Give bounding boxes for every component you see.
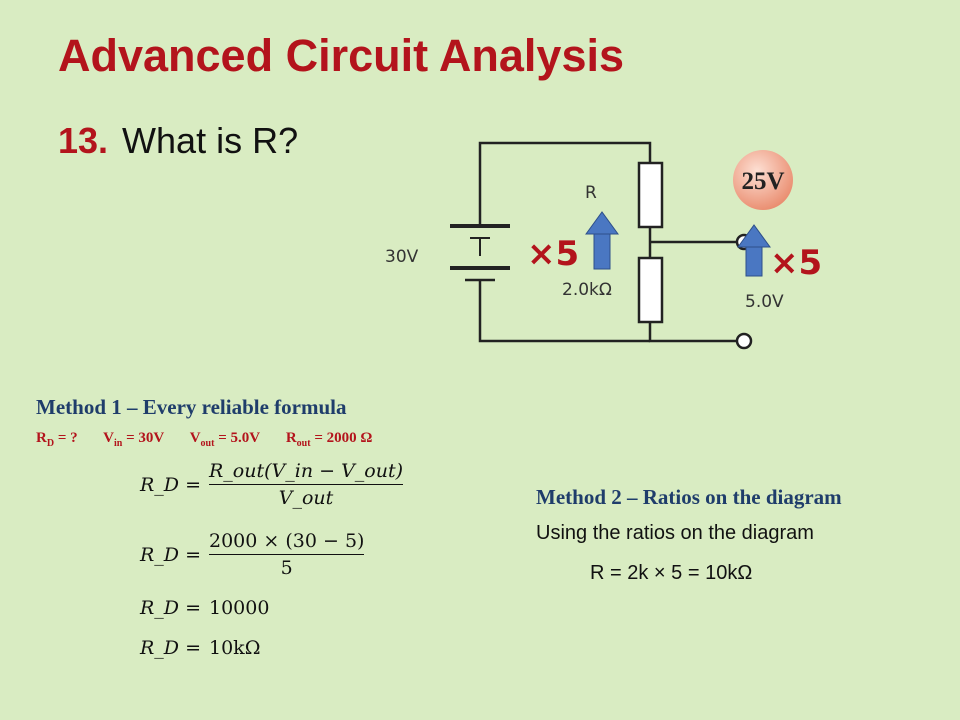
question-text: What is R? (122, 120, 299, 161)
badge-label: 25V (741, 168, 784, 195)
output-voltage-label: 5.0V (745, 292, 784, 312)
equation-step-1: R_D = R_out(V_in − V_out) V_out (140, 460, 404, 509)
method2-line2: R = 2k × 5 = 10kΩ (590, 562, 753, 584)
voltage-arrow-r-icon (585, 211, 619, 270)
equation-step-2: R_D = 2000 × (30 − 5) 5 (140, 530, 365, 579)
resistor-r-icon (637, 161, 664, 229)
step2-numerator: 2000 × (30 − 5) (209, 530, 365, 552)
equation-step-4: R_D = 10kΩ (140, 637, 260, 659)
battery-icon (450, 224, 510, 282)
multiplier-right: ×5 (770, 243, 822, 283)
resistor-2k-label: 2.0kΩ (562, 280, 612, 300)
equation-lhs: R_D = (140, 597, 201, 619)
question-number: 13. (58, 120, 109, 161)
equation-lhs: R_D = (140, 543, 201, 566)
equation-lhs: R_D = (140, 473, 201, 496)
output-terminal-bottom-icon (735, 332, 753, 350)
step1-denominator: V_out (278, 487, 334, 509)
step4-value: 10kΩ (209, 637, 261, 659)
voltage-arrow-out-icon (737, 224, 771, 277)
given-vout: Vout = 5.0V (189, 430, 261, 449)
resistor-2k-icon (637, 256, 664, 324)
method1-given: RD = ? Vin = 30V Vout = 5.0V Rout = 2000… (36, 430, 394, 449)
circuit-wires (478, 141, 738, 343)
circuit-diagram: 30V R 2.0kΩ 5.0V 25V ×5 ×5 (385, 141, 822, 350)
multiplier-left: ×5 (527, 234, 579, 274)
voltage-badge (733, 150, 793, 210)
method1-heading: Method 1 – Every reliable formula (36, 395, 347, 419)
given-rd: RD = ? (36, 430, 78, 449)
equation-step-3: R_D = 10000 (140, 597, 269, 619)
method2-line1: Using the ratios on the diagram (536, 522, 814, 544)
slide-title: Advanced Circuit Analysis (58, 30, 625, 81)
method2-heading: Method 2 – Ratios on the diagram (536, 485, 842, 509)
question: 13. What is R? (58, 120, 298, 162)
step2-denominator: 5 (280, 557, 293, 579)
equation-lhs: R_D = (140, 637, 201, 659)
step1-numerator: R_out(V_in − V_out) (209, 460, 404, 482)
step3-value: 10000 (209, 597, 270, 619)
source-voltage-label: 30V (385, 247, 419, 267)
given-rout: Rout = 2000 Ω (285, 430, 373, 449)
resistor-r-label: R (585, 183, 597, 203)
given-vin: Vin = 30V (103, 430, 165, 449)
